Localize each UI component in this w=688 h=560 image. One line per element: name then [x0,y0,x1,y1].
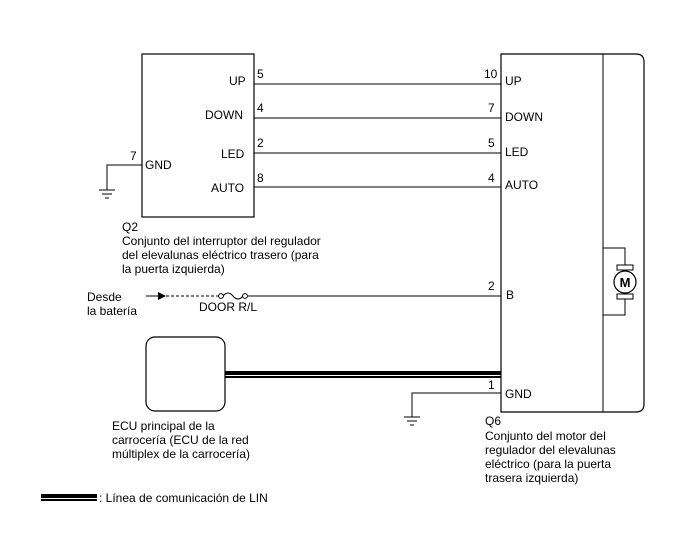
q6-pin-down-label: DOWN [505,110,543,124]
q2-pin-auto-number: 8 [257,171,264,185]
q6-description-line-2: regulador del elevalunas [485,443,616,457]
q6-ground-wire [411,392,501,417]
q2-pin-gnd-number: 7 [130,149,137,163]
q6-pin-b-number: 2 [488,279,495,293]
q6-description-line-4: trasera izquierda) [485,471,578,485]
q2-description-line-2: del elevalunas eléctrico trasero (para [122,248,319,262]
q6-description-line-3: eléctrico (para la puerta [485,457,611,471]
q2-box [141,53,255,218]
motor-wire-bottom [603,296,626,316]
q6-code: Q6 [485,414,501,428]
q2-pin-led-label: LED [221,147,245,161]
q6-pin-auto-number: 4 [488,171,495,185]
ecu-description-line-2: carrocería (ECU de la red [112,433,249,447]
motor-icon: M [613,264,637,300]
q2-pin-auto-label: AUTO [211,181,244,195]
ground-icon [99,189,115,199]
legend-lin-swatch [41,494,97,501]
ground-icon [404,416,420,426]
q2-description-line-3: la puerta izquierda) [122,262,225,276]
ecu-description-line-1: ECU principal de la [112,419,215,433]
q2-code: Q2 [122,220,138,234]
q2-description-line-1: Conjunto del interruptor del regulador [122,234,321,248]
q2-pin-down-label: DOWN [205,108,243,122]
q6-pin-b-label: B [506,288,514,302]
legend-text: : Línea de comunicación de LIN [99,491,268,505]
arrow-icon [146,292,166,300]
motor-label: M [620,275,631,290]
q6-pin-led-label: LED [505,145,529,159]
motor-wire [603,247,626,268]
ecu-description-line-3: múltiplex de la carrocería) [112,447,250,461]
q6-pin-up-label: UP [505,74,522,88]
q2-pin-down-number: 4 [257,101,264,115]
battery-label-line-2: la batería [87,304,137,318]
q6-pin-up-number: 10 [484,67,498,81]
q2-ground-wire [106,164,142,190]
q2-pin-led-number: 2 [257,136,264,150]
ecu-box [145,336,226,412]
battery-label-line-1: Desde [87,290,122,304]
q6-pin-gnd-label: GND [505,387,532,401]
q6-pin-gnd-number: 1 [488,378,495,392]
q2-pin-gnd-label: GND [145,158,172,172]
q2-pin-up-label: UP [229,74,246,88]
q6-pin-auto-label: AUTO [505,178,538,192]
fuse-label: DOOR R/L [199,300,257,314]
q6-description-line-1: Conjunto del motor del [485,429,606,443]
q6-pin-led-number: 5 [488,136,495,150]
lin-bus-line [225,371,501,378]
q6-box [500,53,645,413]
q2-pin-up-number: 5 [257,67,264,81]
q6-pin-down-number: 7 [488,101,495,115]
fuse-icon [218,292,248,300]
